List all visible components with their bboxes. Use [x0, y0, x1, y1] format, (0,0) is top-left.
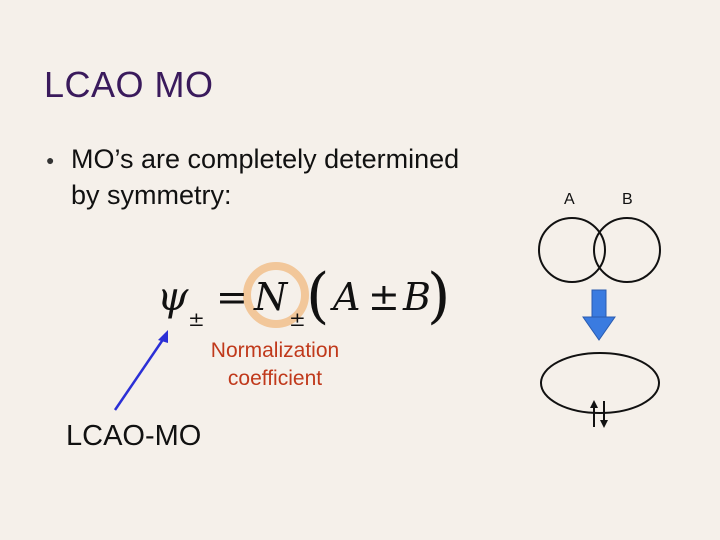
eq-n: N: [253, 275, 289, 319]
slide-title: LCAO MO: [44, 64, 214, 105]
bullet-line-1: MO’s are completely determined: [71, 144, 460, 174]
lcao-pointer-line: [113, 337, 166, 411]
normalization-label: Normalization coefficient: [195, 337, 355, 393]
bullet-marker: ●: [46, 152, 55, 168]
eq-close-paren: ): [427, 261, 450, 331]
eq-sub-n: ±: [289, 307, 306, 331]
eq-open-paren: (: [306, 261, 329, 331]
highlight-ring: [243, 262, 309, 328]
electron-down-head: [600, 420, 608, 428]
blue-arrow-head: [582, 316, 616, 341]
bullet-text: MO’s are completely determined by symmet…: [71, 141, 531, 213]
orbital-label-b: B: [622, 191, 633, 208]
electron-up-head: [590, 400, 598, 408]
eq-psi: ψ: [157, 274, 189, 320]
lcao-pointer-arrowhead: [158, 330, 168, 343]
eq-equals: =: [216, 275, 248, 319]
eq-b: B: [402, 275, 431, 319]
orbital-b: [593, 217, 661, 283]
bullet-line-2: by symmetry:: [71, 180, 232, 210]
eq-pm: ±: [368, 275, 400, 319]
orbital-label-a: A: [564, 191, 575, 208]
eq-a: A: [330, 275, 360, 319]
orbital-a: [538, 217, 606, 283]
normalization-line-1: Normalization: [210, 339, 340, 362]
lcao-mo-label: LCAO-MO: [66, 420, 202, 452]
blue-arrow-shaft: [591, 289, 607, 319]
normalization-line-2: coefficient: [227, 367, 323, 390]
equation: ψ ± = N ± ( A ± B ): [157, 261, 450, 331]
eq-sub-psi: ±: [188, 307, 205, 331]
molecular-orbital: [540, 352, 660, 414]
